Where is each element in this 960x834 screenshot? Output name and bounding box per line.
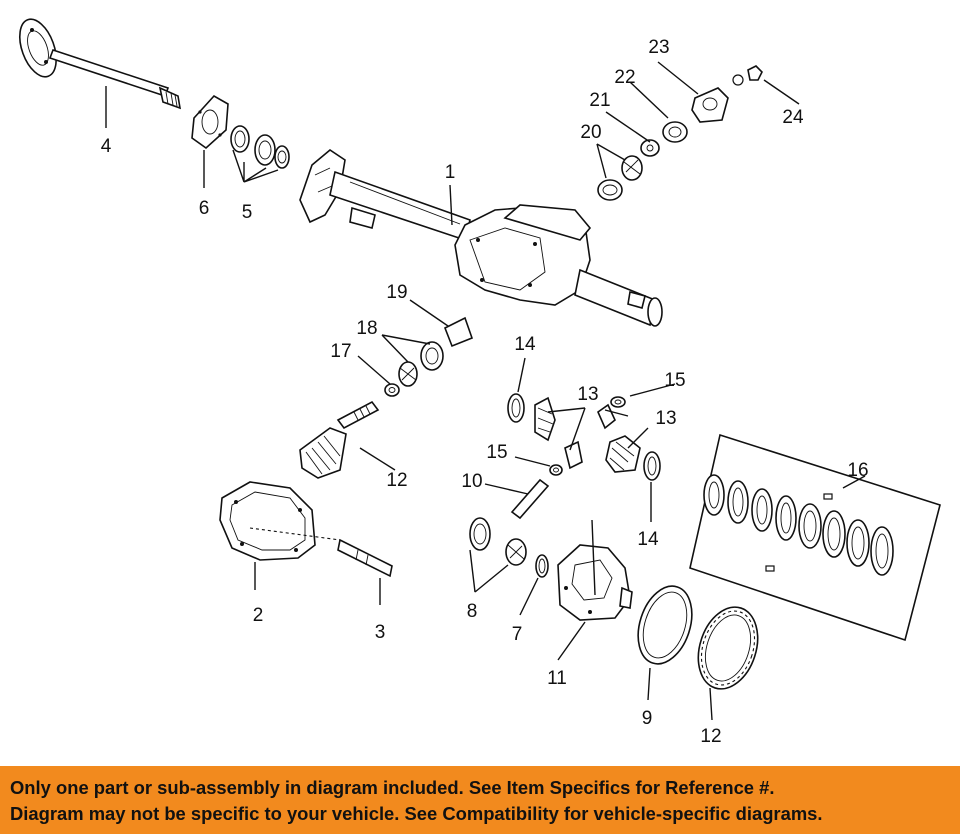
- disclaimer-banner: Only one part or sub-assembly in diagram…: [0, 766, 960, 834]
- callout-10: 10: [461, 471, 482, 492]
- callout-16: 16: [847, 460, 868, 481]
- axle-retainer-plate: [191, 94, 229, 150]
- axle-bearing-and-seals: [230, 125, 290, 169]
- carrier-bearings: [469, 517, 549, 578]
- callout-20: 20: [580, 122, 601, 143]
- disclaimer-line-2: Diagram may not be specific to your vehi…: [10, 803, 823, 824]
- cross-shaft-pin: [510, 478, 550, 520]
- callout-12-pinion: 12: [386, 470, 407, 491]
- callout-23: 23: [648, 37, 669, 58]
- callout-13-right: 13: [655, 408, 676, 429]
- callout-18: 18: [356, 318, 377, 339]
- callout-numbers: 1 2 3 4 5 6 7 8 9 10 11 12 12 13 13 14 1…: [101, 37, 869, 747]
- callout-3: 3: [375, 622, 386, 643]
- callout-5: 5: [242, 202, 253, 223]
- drive-pinion-gear: [299, 400, 380, 479]
- callout-15-upper: 15: [664, 370, 685, 391]
- differential-cover: [219, 481, 341, 561]
- leader-lines: [105, 61, 866, 721]
- callout-6: 6: [199, 198, 210, 219]
- cover-vent-bolt: [337, 538, 393, 578]
- callout-11: 11: [547, 668, 567, 689]
- callout-21: 21: [589, 90, 610, 111]
- callout-15-lower: 15: [486, 442, 507, 463]
- pinion-yoke-assembly: [597, 65, 763, 201]
- axle-housing: [299, 149, 663, 327]
- axle-shaft: [18, 18, 182, 110]
- callout-13-left: 13: [577, 384, 598, 405]
- callout-14-lower: 14: [637, 529, 659, 550]
- callout-7: 7: [512, 624, 523, 645]
- differential-side-gears: [507, 393, 661, 481]
- callout-17: 17: [330, 341, 351, 362]
- rear-axle-exploded-diagram: 1 2 3 4 5 6 7 8 9 10 11 12 12 13 13 14 1…: [18, 18, 941, 747]
- callout-19: 19: [386, 282, 407, 303]
- clutch-plate-kit: [689, 433, 941, 642]
- callout-9: 9: [642, 708, 653, 729]
- disclaimer-line-1: Only one part or sub-assembly in diagram…: [10, 777, 775, 798]
- callout-22: 22: [614, 67, 635, 88]
- callout-24: 24: [782, 107, 804, 128]
- callout-14-upper: 14: [514, 334, 536, 355]
- callout-1: 1: [445, 162, 456, 183]
- callout-8: 8: [467, 601, 478, 622]
- ring-gear-spacer: [637, 585, 693, 665]
- callout-4: 4: [101, 136, 112, 157]
- callout-12-ring: 12: [700, 726, 721, 747]
- callout-2: 2: [253, 605, 264, 626]
- ring-gear: [697, 606, 759, 690]
- pinion-bearings: [384, 316, 474, 397]
